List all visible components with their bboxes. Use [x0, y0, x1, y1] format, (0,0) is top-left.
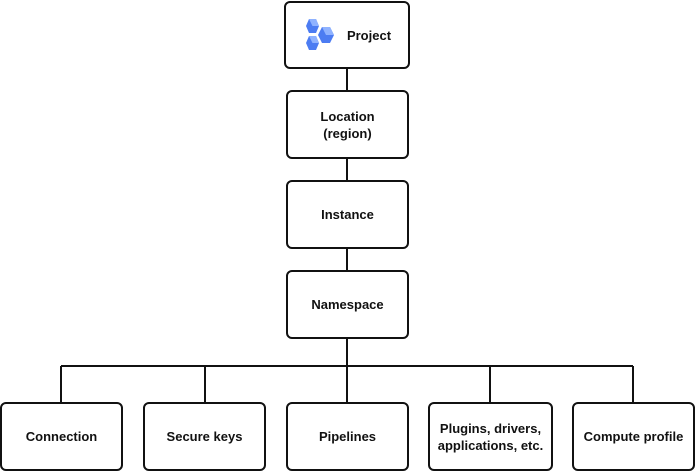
node-project: Project [284, 1, 410, 69]
node-instance-label: Instance [321, 207, 374, 222]
node-secure-keys: Secure keys [143, 402, 266, 471]
node-connection-label: Connection [25, 429, 98, 444]
node-namespace-label: Namespace [311, 297, 384, 312]
node-pipelines-label: Pipelines [318, 429, 377, 444]
node-plugins-label: Plugins, drivers, applications, etc. [437, 420, 544, 453]
node-compute-profile-label: Compute profile [583, 429, 684, 444]
node-compute-profile: Compute profile [572, 402, 695, 471]
project-content: Project [303, 18, 391, 52]
hexagon-cluster-icon [305, 19, 334, 50]
node-plugins: Plugins, drivers, applications, etc. [428, 402, 553, 471]
node-location-label: Location (region) [320, 108, 375, 141]
node-pipelines: Pipelines [286, 402, 409, 471]
node-connection: Connection [0, 402, 123, 471]
node-namespace: Namespace [286, 270, 409, 339]
node-secure-keys-label: Secure keys [166, 429, 243, 444]
node-location: Location (region) [286, 90, 409, 159]
node-project-label: Project [346, 27, 392, 43]
node-instance: Instance [286, 180, 409, 249]
